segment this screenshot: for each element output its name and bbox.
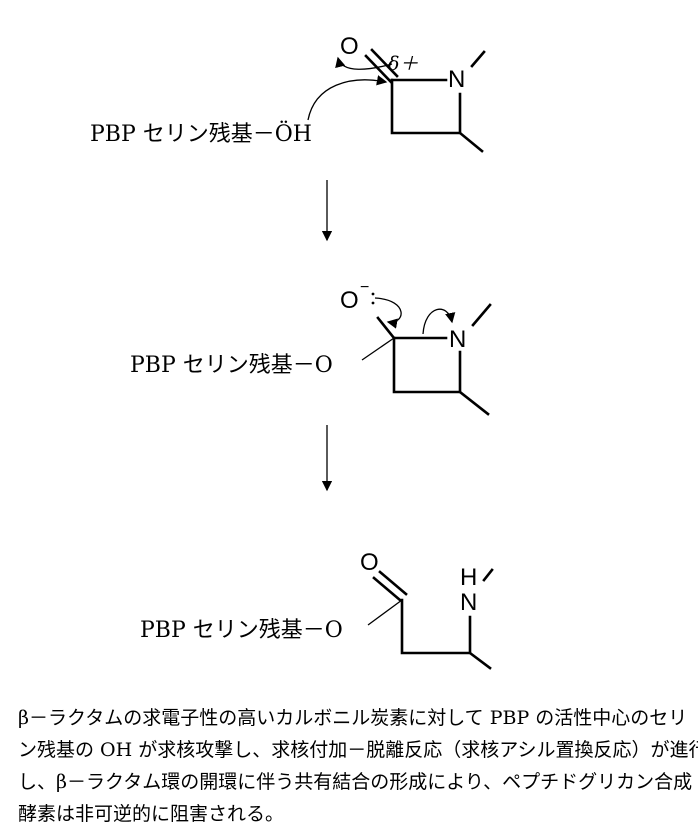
negative-charge: − xyxy=(360,279,369,296)
double-bond-b xyxy=(378,570,408,596)
caption-line: ン残基の OH が求核攻撃し、求核付加－脱離反応（求核アシル置換反応）が進行 xyxy=(18,739,698,761)
curved-arrow-attack xyxy=(307,75,388,121)
amine-nitrogen: N xyxy=(460,589,477,616)
explanation-caption: β－ラクタムの求電子性の高いカルボニル炭素に対して PBP の活性中心のセリ ン… xyxy=(18,702,698,830)
ring-nitrogen: N xyxy=(449,326,466,353)
n-substituent-bond xyxy=(482,568,494,582)
chain-bonds xyxy=(400,598,472,655)
bond-c-o-minus xyxy=(376,316,396,340)
n-methyl-bond xyxy=(470,50,486,68)
bond-c-o-serine xyxy=(361,337,395,361)
n-methyl-bond xyxy=(471,303,492,327)
curved-arrow-reform-carbonyl xyxy=(374,297,402,329)
caption-line: 酵素は非可逆的に阻害される。 xyxy=(18,803,285,825)
serine-o-label: PBP セリン残基－O xyxy=(130,353,333,378)
caption-line: β－ラクタムの求電子性の高いカルボニル炭素に対して PBP の活性中心のセリ xyxy=(18,707,688,729)
ring-bonds xyxy=(390,78,462,135)
bond-c-o-ester xyxy=(367,599,403,626)
carbonyl-oxygen: O xyxy=(360,549,379,576)
double-bond-a xyxy=(372,576,402,602)
step3-acyl-enzyme: PBP セリン残基－O O H N xyxy=(140,549,494,670)
c-methyl-bond xyxy=(458,131,484,153)
step2-tetrahedral-intermediate: PBP セリン残基－O O − N xyxy=(130,279,492,416)
double-bond-b xyxy=(370,48,399,78)
lone-pair-dot xyxy=(371,301,375,305)
ring-bonds xyxy=(392,336,462,394)
serine-o-label: PBP セリン残基－O xyxy=(140,618,343,643)
lone-pair-dot xyxy=(371,292,375,296)
curved-arrow-pi-to-o xyxy=(335,56,393,70)
step1-beta-lactam: PBP セリン残基－ÖH O N δ＋ xyxy=(90,33,486,153)
caption-line: し、β－ラクタム環の開環に伴う共有結合の形成により、ペプチドグリカン合成 xyxy=(18,771,693,793)
curved-arrow-ring-opening xyxy=(422,308,456,335)
amine-hydrogen: H xyxy=(460,564,477,591)
c-methyl-bond xyxy=(458,390,490,416)
alkoxide-oxygen: O xyxy=(340,287,359,314)
c-methyl-bond xyxy=(468,651,492,670)
ring-nitrogen: N xyxy=(448,66,465,93)
partial-positive-charge: δ＋ xyxy=(388,53,418,75)
carbonyl-oxygen: O xyxy=(340,33,359,60)
serine-oh-label: PBP セリン残基－ÖH xyxy=(90,120,312,147)
